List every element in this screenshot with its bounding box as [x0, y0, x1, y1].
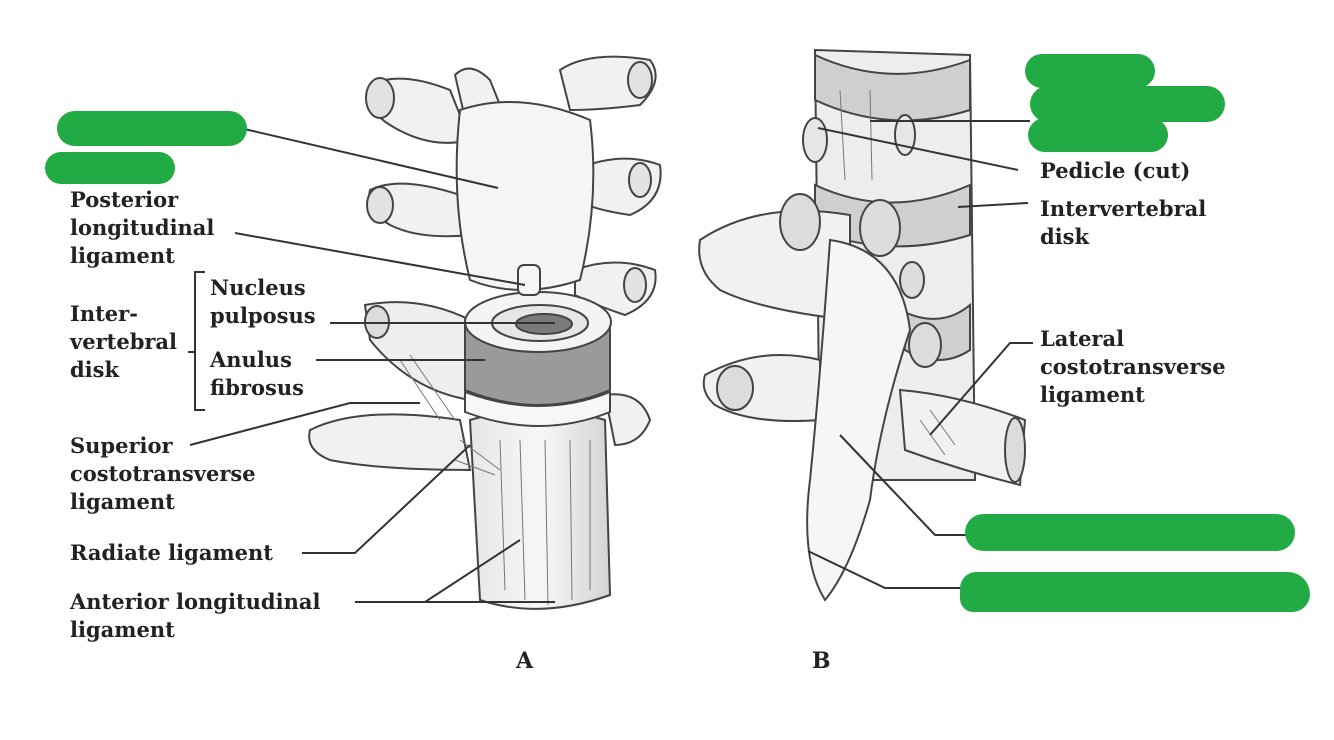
- redaction-mask-a-top-2: [45, 152, 175, 184]
- label-line: Posterior: [70, 186, 214, 214]
- label-line: Inter-: [70, 300, 177, 328]
- label-line: Nucleus: [210, 274, 316, 302]
- panel-label-b: B: [812, 648, 831, 674]
- label-line: costotransverse: [1040, 353, 1226, 381]
- bracket-intervertebral-disk: [195, 272, 205, 410]
- label-line: ligament: [1040, 381, 1226, 409]
- redaction-mask-b-top-1: [1025, 54, 1155, 88]
- label-line: disk: [1040, 223, 1206, 251]
- label-line: longitudinal: [70, 214, 214, 242]
- label-intervertebral-disk-b: Intervertebral disk: [1040, 195, 1206, 251]
- label-anulus-fibrosus: Anulus fibrosus: [210, 346, 304, 402]
- label-nucleus-pulposus: Nucleus pulposus: [210, 274, 316, 330]
- redaction-mask-b-top-3: [1028, 118, 1168, 152]
- label-anterior-longitudinal-ligament: Anterior longitudinal ligament: [70, 588, 320, 644]
- label-line: Anulus: [210, 346, 304, 374]
- redaction-mask-b-bottom: [960, 572, 1310, 612]
- label-posterior-longitudinal-ligament: Posterior longitudinal ligament: [70, 186, 214, 270]
- redaction-mask-a-top: [57, 111, 247, 146]
- panel-label-a: A: [516, 648, 533, 674]
- label-line: Lateral: [1040, 325, 1226, 353]
- label-superior-costotransverse-ligament: Superior costotransverse ligament: [70, 432, 256, 516]
- label-radiate-ligament: Radiate ligament: [70, 539, 273, 567]
- label-line: pulposus: [210, 302, 316, 330]
- label-line: fibrosus: [210, 374, 304, 402]
- label-line: costotransverse: [70, 460, 256, 488]
- vertebral-column-a: [309, 57, 660, 609]
- label-line: Superior: [70, 432, 256, 460]
- label-line: vertebral: [70, 328, 177, 356]
- label-line: ligament: [70, 242, 214, 270]
- label-lateral-costotransverse-ligament: Lateral costotransverse ligament: [1040, 325, 1226, 409]
- label-line: disk: [70, 356, 177, 384]
- label-pedicle-cut: Pedicle (cut): [1040, 157, 1190, 185]
- label-line: ligament: [70, 488, 256, 516]
- label-line: Anterior longitudinal: [70, 588, 320, 616]
- label-line: ligament: [70, 616, 320, 644]
- label-line: Intervertebral: [1040, 195, 1206, 223]
- label-intervertebral-disk-a: Inter- vertebral disk: [70, 300, 177, 384]
- redaction-mask-b-top-2: [1030, 86, 1225, 122]
- redaction-mask-b-mid: [965, 514, 1295, 551]
